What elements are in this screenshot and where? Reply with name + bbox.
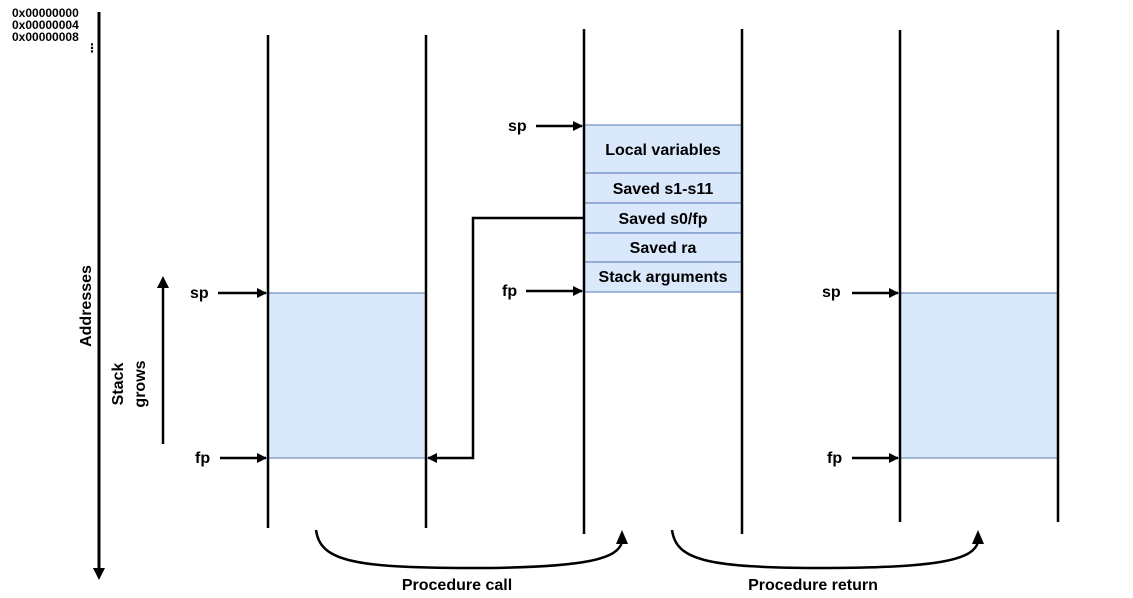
procedure-return-arc xyxy=(670,529,980,570)
fp-label-after: fp xyxy=(827,450,842,467)
stack-grows-arrowhead xyxy=(157,276,169,288)
cell-label-local-variables: Local variables xyxy=(605,142,721,159)
cell-saved-s1-s11 xyxy=(583,172,743,204)
panel-after-return: sp fp xyxy=(822,30,1060,522)
fp-label-before: fp xyxy=(195,450,210,467)
sp-label-during: sp xyxy=(508,118,527,135)
panel-during-call: Local variables Saved s1-s11 Saved s0/fp… xyxy=(502,29,744,534)
addresses-axis-arrowhead xyxy=(93,568,105,580)
stack-frame-after xyxy=(899,292,1059,459)
cell-label-stack-arguments: Stack arguments xyxy=(599,269,728,286)
procedure-call-arrowhead xyxy=(616,530,628,544)
address-label-0: 0x00000000 xyxy=(12,6,79,20)
procedure-return-arrowhead xyxy=(972,530,984,544)
procedure-call-arc xyxy=(314,529,624,570)
cell-label-saved-ra: Saved ra xyxy=(630,240,697,257)
address-label-2: 0x00000008 xyxy=(12,30,79,44)
addresses-label: Addresses xyxy=(78,265,95,347)
address-label-1: 0x00000004 xyxy=(12,18,79,32)
cell-saved-ra xyxy=(583,232,743,263)
stack-grows-label-line1: Stack xyxy=(110,363,127,406)
panel-before-call: sp fp xyxy=(190,35,428,528)
fp-label-during: fp xyxy=(502,283,517,300)
sp-label-after: sp xyxy=(822,284,841,301)
sp-label-before: sp xyxy=(190,285,209,302)
address-ellipsis: ⋮ xyxy=(86,41,98,55)
cell-label-saved-s0-fp: Saved s0/fp xyxy=(619,211,708,228)
procedure-call-caption: Procedure call xyxy=(402,577,512,594)
saved-fp-link-arrow xyxy=(427,216,584,463)
procedure-return-caption: Procedure return xyxy=(748,577,878,594)
stack-grows-label-line2: grows xyxy=(132,360,149,407)
stack-frame-before xyxy=(267,292,427,459)
cell-label-saved-s1-s11: Saved s1-s11 xyxy=(613,181,714,198)
